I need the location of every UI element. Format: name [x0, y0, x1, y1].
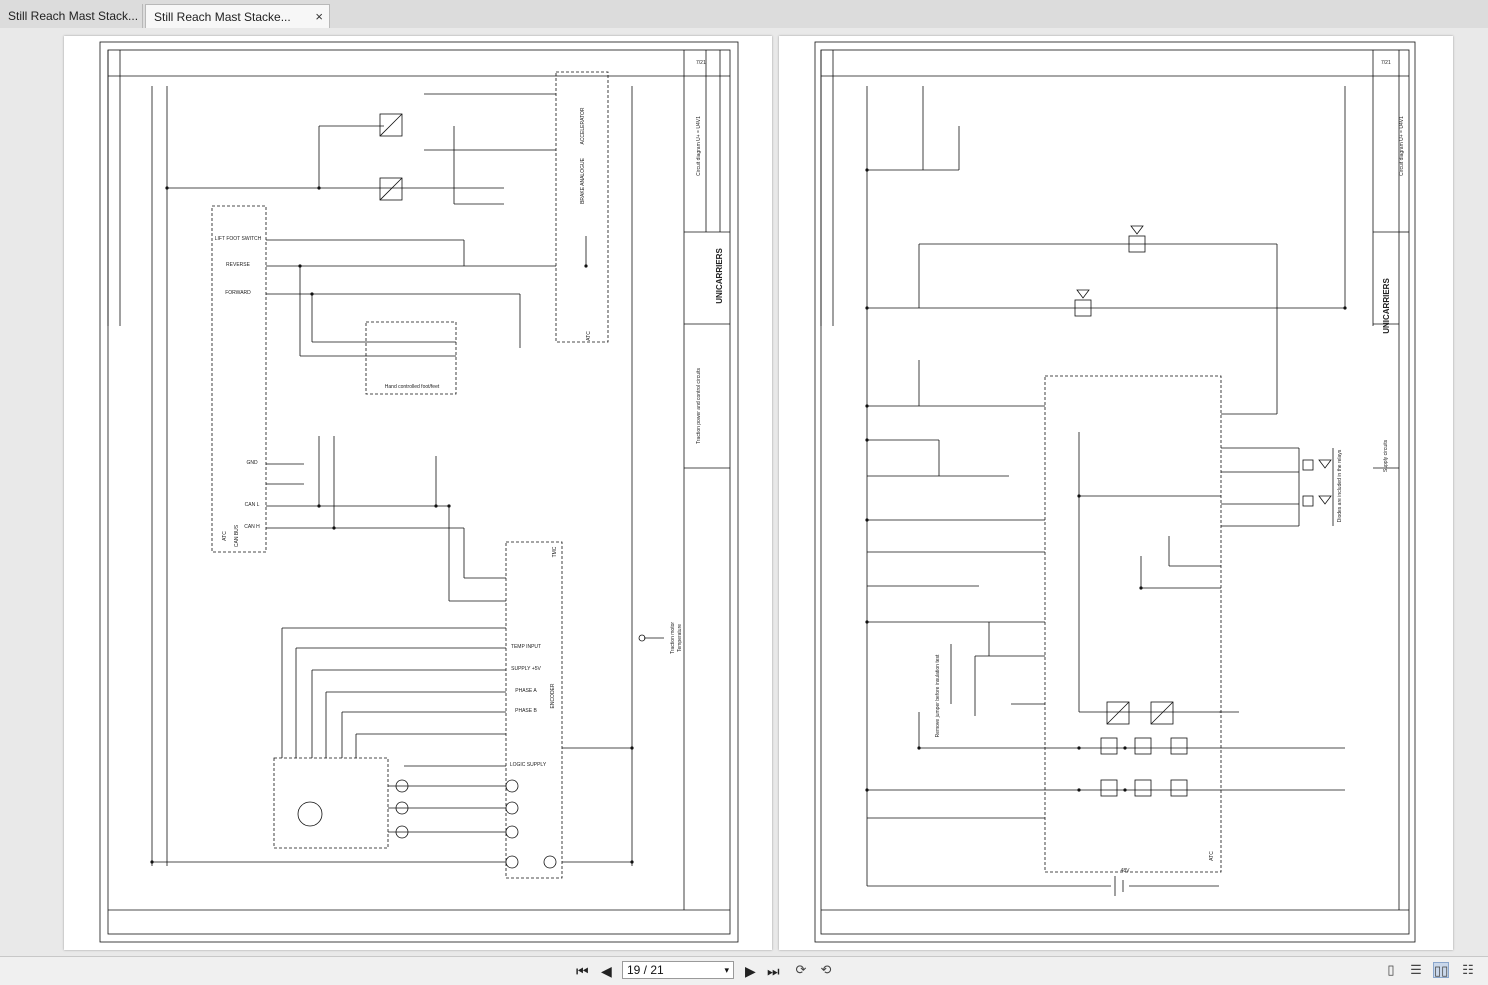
circuit-diagram-supply: UNICARRIERS Circuit diagram U+ = U4V1 Su… — [814, 41, 1416, 943]
two-page-icon[interactable]: ▯▯ — [1433, 962, 1449, 978]
diagram-title: Circuit diagram U+ = U4V1 — [696, 116, 702, 176]
chevron-down-icon[interactable]: ▾ — [724, 965, 729, 975]
first-page-icon[interactable]: ⏮ — [576, 963, 589, 979]
page-left: UNICARRIERS Circuit diagram U+ = U4V1 Tr… — [64, 36, 772, 950]
rotate-icon[interactable]: ⟳ — [795, 962, 807, 977]
page-right: UNICARRIERS Circuit diagram U+ = U4V1 Su… — [779, 36, 1453, 950]
label-encoder: ENCODER — [550, 683, 556, 708]
label-logic-supply: LOGIC SUPPLY — [510, 762, 547, 768]
label-lift-foot-switch: LIFT FOOT SWITCH — [215, 236, 262, 242]
label-traction-motor: Traction motor — [670, 622, 676, 654]
diagram-subtitle: Supply circuits — [1383, 439, 1389, 472]
sheet-number: 7/21 — [1381, 60, 1391, 66]
last-page-icon[interactable]: ⏭ — [767, 963, 780, 979]
label-can-bus: CAN BUS — [234, 524, 240, 547]
label-diode-note: Diodes are included in the relays — [1337, 449, 1343, 522]
diagram-subtitle: Traction power and control circuits — [696, 368, 702, 444]
label-can-l: CAN L — [245, 502, 260, 508]
label-temperature: Temperature — [677, 624, 683, 652]
page-toolbar: ⏮ ◀ 19 / 21 ▾ ▶ ⏭ ⟳ ⟲ ▯ ☰ ▯▯ ☷ — [0, 956, 1488, 985]
label-forward: FORWARD — [225, 290, 251, 296]
label-hand-controlled: Hand controlled foot/feet — [385, 384, 440, 390]
label-battery: 48V — [1121, 868, 1131, 874]
tab-document-1[interactable]: Still Reach Mast Stack... — [0, 4, 143, 28]
page-number-field[interactable]: 19 / 21 ▾ — [622, 961, 734, 979]
document-viewer[interactable]: UNICARRIERS Circuit diagram U+ = U4V1 Tr… — [0, 28, 1488, 956]
two-page-continuous-icon[interactable]: ☷ — [1462, 962, 1474, 977]
tab-label: Still Reach Mast Stack... — [8, 9, 139, 23]
label-phase-b: PHASE B — [515, 708, 537, 714]
label-temp-input: TEMP INPUT — [511, 644, 541, 650]
label-atc: ATC — [1209, 851, 1215, 861]
continuous-page-icon[interactable]: ☰ — [1410, 962, 1422, 977]
diagram-title: Circuit diagram U+ = U4V1 — [1399, 116, 1405, 176]
label-accelerator: ACCELERATOR — [580, 107, 586, 144]
circuit-diagram-traction: UNICARRIERS Circuit diagram U+ = U4V1 Tr… — [99, 41, 739, 943]
tab-document-2[interactable]: Still Reach Mast Stacke... × — [145, 4, 330, 28]
tab-label: Still Reach Mast Stacke... — [154, 10, 291, 24]
vertical-scrollbar[interactable] — [1466, 28, 1488, 956]
label-phase-a: PHASE A — [515, 688, 537, 694]
label-gnd: GND — [246, 460, 258, 466]
sheet-number: 7/21 — [696, 60, 706, 66]
single-page-icon[interactable]: ▯ — [1387, 962, 1395, 977]
previous-page-icon[interactable]: ◀ — [601, 963, 612, 979]
label-tmc: TMC — [552, 546, 558, 557]
close-icon[interactable]: × — [315, 9, 323, 24]
label-atc-left: ATC — [222, 531, 228, 541]
label-atc-right: ATC — [586, 331, 592, 341]
label-reverse: REVERSE — [226, 262, 251, 268]
page-number-value: 19 / 21 — [627, 963, 664, 977]
brand-logo: UNICARRIERS — [715, 248, 724, 304]
rotate-ccw-icon[interactable]: ⟲ — [820, 962, 832, 977]
brand-logo: UNICARRIERS — [1382, 278, 1391, 334]
label-can-h: CAN H — [244, 524, 260, 530]
tab-bar: Still Reach Mast Stack... Still Reach Ma… — [0, 0, 1488, 29]
label-supply: SUPPLY +5V — [511, 666, 541, 672]
next-page-icon[interactable]: ▶ — [745, 963, 756, 979]
label-brake: BRAKE ANALOGUE — [580, 157, 586, 204]
label-remove-jumper: Remove jumper before insulation test — [935, 654, 941, 737]
